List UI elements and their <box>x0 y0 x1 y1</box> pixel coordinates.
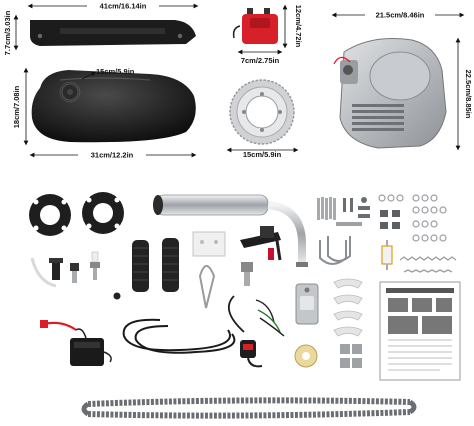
inline-fuel-filter <box>381 240 393 270</box>
small-brackets <box>340 344 362 368</box>
fuel-line <box>30 257 57 288</box>
sprocket-width-label: 15cm/5.9in <box>243 150 282 159</box>
spark-plug <box>90 251 100 280</box>
tank-width-label: 31cm/12.2in <box>91 151 134 160</box>
mounting-plate <box>192 231 226 257</box>
tank-height-label: 18cm/7.08in <box>12 85 21 128</box>
small-washer <box>113 292 121 300</box>
cdi-height-label: 12cm/4.72in <box>294 5 303 48</box>
springs <box>399 256 457 273</box>
washers-and-nuts <box>378 194 447 242</box>
muffler <box>153 194 308 267</box>
instruction-manual <box>379 281 461 381</box>
drive-chain <box>81 397 417 419</box>
ignition-coil <box>40 320 112 366</box>
wiring-harness <box>255 299 285 337</box>
brake-lever <box>240 226 282 261</box>
tank-cap-label: 15cm/5.9in <box>96 67 135 76</box>
fuel-valve <box>49 258 63 280</box>
gasket-right <box>82 192 124 234</box>
tension-spring-clip <box>198 265 216 309</box>
chain-tensioner <box>295 283 319 325</box>
engine <box>333 38 447 149</box>
cdi-width-label: 7cm/2.75in <box>241 56 280 65</box>
cylinder-studs <box>317 197 336 220</box>
cover-width-label-bg <box>87 0 159 11</box>
cover-width-label: 41cm/16.14in <box>100 2 147 11</box>
kill-switch <box>227 295 263 368</box>
bolts-small <box>343 197 370 218</box>
gasket-left <box>29 194 71 236</box>
engine-height-label: 22.5cm/8.85in <box>464 70 473 119</box>
cdi-unit <box>232 8 278 44</box>
throttle-cables <box>122 318 236 354</box>
hex-nuts <box>380 210 400 229</box>
rear-sprocket <box>229 79 295 145</box>
fuel-filter-fitting <box>70 263 79 283</box>
throttle-grip-right <box>162 238 179 292</box>
idler-pulley <box>294 344 318 368</box>
tank-cap-arrow <box>81 71 97 80</box>
idler-bolt <box>241 262 253 286</box>
engine-width-label-bg <box>365 9 435 20</box>
tank-width-label-bg <box>78 149 146 160</box>
u-bolts <box>319 222 362 265</box>
fuel-tank <box>31 70 196 143</box>
tank-cap-icon <box>59 81 81 103</box>
throttle-grip-left <box>132 240 149 292</box>
cover-height-label: 7.7cm/3.03in <box>3 10 12 55</box>
engine-width-label: 21.5cm/8.46in <box>376 11 425 20</box>
sprocket-rubber-spacers <box>333 278 363 337</box>
chain-cover <box>30 20 196 46</box>
